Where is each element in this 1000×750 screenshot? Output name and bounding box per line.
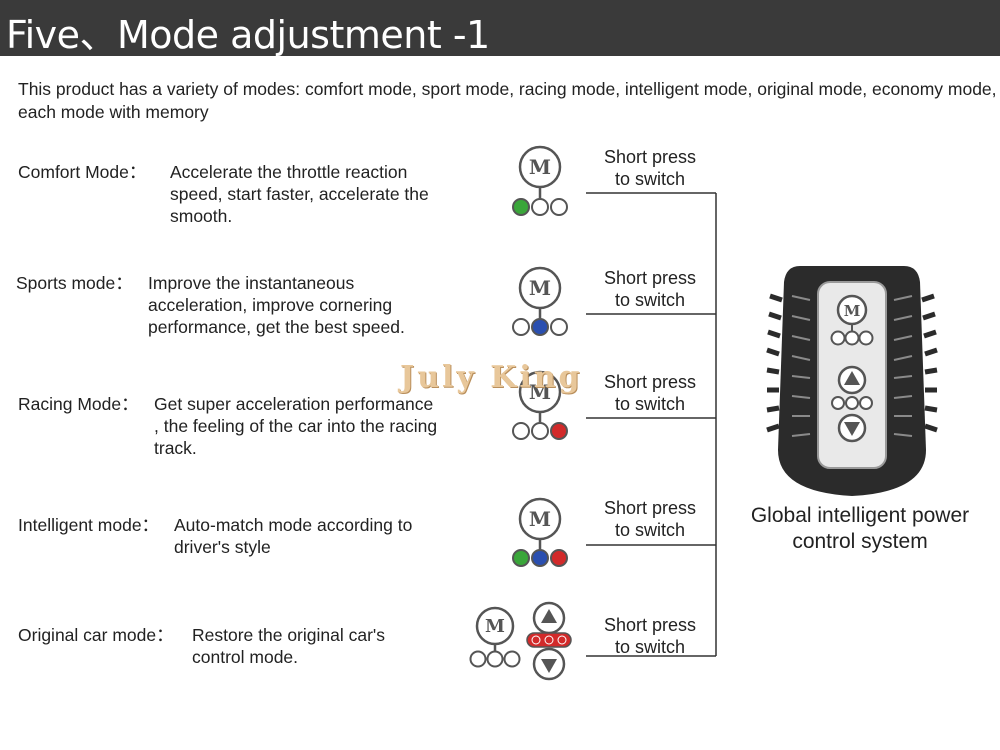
m-letter: M	[529, 507, 551, 531]
intro-text: This product has a variety of modes: com…	[18, 79, 997, 122]
mode-label-comfort: Comfort Mode：	[18, 162, 147, 182]
m-letter: M	[529, 276, 551, 300]
header-bar: Five、Mode adjustment -1	[0, 0, 1000, 57]
m-letter: M	[485, 616, 505, 637]
mode-label-sports: Sports mode：	[16, 273, 133, 293]
page-title: Five、Mode adjustment -1	[6, 13, 490, 57]
mode-label-intelligent: Intelligent mode：	[18, 515, 160, 535]
mode-desc-intelligent: Auto-match mode according to driver's st…	[174, 515, 413, 557]
down-arrow-icon	[541, 659, 557, 673]
mode-desc-sports: Improve the instantaneous acceleration, …	[148, 273, 405, 337]
watermark-text: July King	[400, 360, 583, 395]
m-letter: M	[844, 302, 861, 320]
mode-button-icon-original: M	[469, 606, 521, 668]
m-letter: M	[529, 380, 551, 404]
mode-desc-comfort: Accelerate the throttle reaction speed, …	[170, 162, 429, 226]
mode-desc-racing: Get super acceleration performance , the…	[154, 394, 438, 458]
mode-button-icon-sports: M	[512, 266, 568, 336]
m-letter: M	[529, 155, 551, 179]
mode-button-icon-racing: M	[512, 370, 568, 440]
mode-label-racing: Racing Mode：	[18, 394, 139, 414]
up-arrow-icon	[844, 371, 860, 385]
mode-label-original: Original car mode：	[18, 625, 174, 645]
up-arrow-icon	[541, 609, 557, 623]
mode-button-icon-comfort: M	[512, 145, 568, 216]
down-arrow-icon	[844, 422, 860, 436]
mode-desc-original: Restore the original car's control mode.	[192, 625, 386, 667]
mode-button-icon-intelligent: M	[512, 497, 568, 567]
connector-lines	[586, 192, 717, 657]
controller-device-image: M	[766, 266, 938, 496]
up-down-button-icon	[526, 601, 572, 681]
